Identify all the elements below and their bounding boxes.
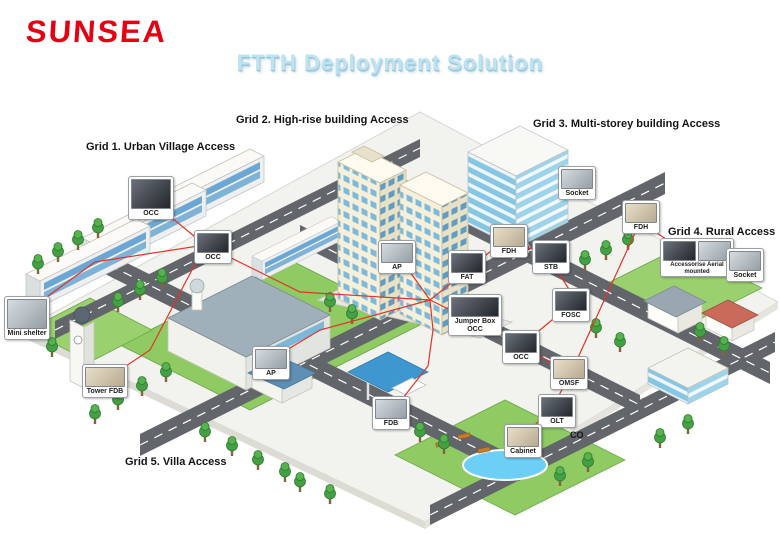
- callout-label: FAT: [460, 274, 474, 281]
- equipment-photo-icon: [381, 243, 413, 263]
- equipment-photo-icon: [541, 397, 573, 417]
- cable-fdb: [391, 299, 434, 413]
- equipment-photo-icon: [375, 399, 407, 419]
- callout-label: OCC: [205, 254, 221, 261]
- co-label: CO: [570, 430, 584, 440]
- cable-grid1: [25, 199, 207, 313]
- grid4-label: Grid 4. Rural Access: [668, 226, 776, 238]
- callout-occ-2: OCC: [194, 230, 232, 264]
- callout-label: FDH: [633, 224, 649, 231]
- blue-office-building: [647, 347, 729, 405]
- callout-occ-1: OCC: [128, 176, 174, 220]
- callout-mini-shelter: Mini shelter: [4, 296, 50, 340]
- equipment-photo-icon: [663, 241, 696, 261]
- callout-tower-fdb: Tower FDB: [82, 364, 128, 398]
- callout-label: AP: [392, 264, 402, 271]
- sunsea-logo: SUNSEA: [24, 14, 169, 49]
- callout-label: Jumper Box OCC: [454, 318, 496, 333]
- grid1-label: Grid 1. Urban Village Access: [86, 141, 236, 153]
- equipment-photo-icon: [197, 233, 229, 253]
- callout-label: OCC: [513, 354, 529, 361]
- rural-house-1: [643, 285, 707, 334]
- callout-label: OCC: [143, 210, 159, 217]
- callout-fdb-1: FDB: [372, 396, 410, 430]
- callout-olt: OLT: [538, 394, 576, 428]
- callout-fosc: FOSC: [552, 288, 590, 322]
- callout-omsf: OMSF: [550, 356, 588, 390]
- rural-houses: [643, 285, 759, 342]
- grid3-label: Grid 3. Multi-storey building Access: [533, 118, 721, 130]
- callout-socket-1: Socket: [558, 166, 596, 200]
- page-title: FTTH Deployment Solution: [236, 50, 544, 75]
- equipment-photo-icon: [7, 299, 47, 329]
- equipment-photo-icon: [561, 169, 593, 189]
- callout-socket-2: Socket: [726, 248, 764, 282]
- tower-1: [337, 145, 407, 321]
- equipment-photo-icon: [255, 349, 287, 369]
- callout-jumper-box-occ: Jumper Box OCC: [448, 294, 502, 336]
- callout-label: OLT: [550, 418, 564, 425]
- cable-grid1-trunk: [204, 244, 431, 301]
- equipment-photo-icon: [553, 359, 585, 379]
- callout-stb: STB: [532, 240, 570, 274]
- callout-label: Socket: [565, 190, 589, 197]
- callout-occ-3: OCC: [502, 330, 540, 364]
- equipment-photo-icon: [85, 367, 125, 387]
- equipment-photo-icon: [451, 297, 499, 317]
- equipment-photo-icon: [625, 203, 657, 223]
- equipment-photo-icon: [729, 251, 761, 271]
- callout-label: Cabinet: [510, 448, 536, 455]
- callout-label: OMSF: [558, 380, 580, 387]
- callout-label: FDH: [501, 248, 517, 255]
- equipment-photo-icon: [131, 179, 171, 209]
- callout-label: Tower FDB: [86, 388, 124, 395]
- equipment-photo-icon: [493, 227, 525, 247]
- equipment-photo-icon: [555, 291, 587, 311]
- equipment-photo-icon: [505, 333, 537, 353]
- callout-label: FDB: [383, 420, 399, 427]
- callout-label: FOSC: [561, 312, 581, 319]
- clock-face: [73, 335, 83, 345]
- equipment-photo-icon: [507, 427, 539, 447]
- callout-fdh-1: FDH: [490, 224, 528, 258]
- gas-station: [347, 351, 429, 400]
- equipment-photo-icon: [535, 243, 567, 263]
- callout-aerial-accessories: Accessorise Aerial mounted: [660, 238, 734, 278]
- callout-ap-1: AP: [252, 346, 290, 380]
- callout-cabinet: Cabinet: [504, 424, 542, 458]
- callout-label: AP: [266, 370, 276, 377]
- callout-ap-2: AP: [378, 240, 416, 274]
- callout-label: Mini shelter: [7, 330, 47, 337]
- equipment-photo-icon: [451, 253, 483, 273]
- grid5-label: Grid 5. Villa Access: [125, 456, 227, 468]
- callout-label: Accessorise Aerial mounted: [670, 262, 724, 275]
- callout-fat: FAT: [448, 250, 486, 284]
- callout-label: STB: [544, 264, 558, 271]
- grid2-label: Grid 2. High-rise building Access: [236, 114, 409, 126]
- rural-house-2: [701, 299, 759, 342]
- callout-label: Socket: [733, 272, 757, 279]
- callout-fdh-2: FDH: [622, 200, 660, 234]
- multistorey-building: [467, 125, 569, 249]
- church-dome: [189, 278, 205, 294]
